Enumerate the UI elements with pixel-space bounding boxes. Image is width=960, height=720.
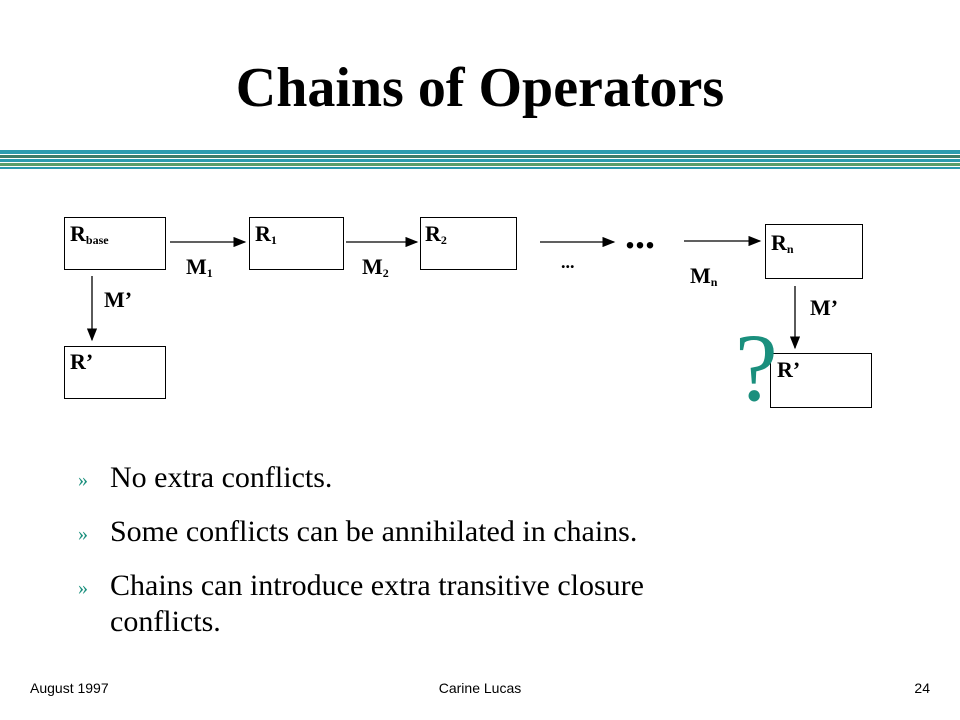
bullet-marker: »	[78, 469, 88, 491]
bullet-text: No extra conflicts.	[110, 461, 333, 494]
node-label: R’	[777, 357, 801, 382]
node-r1	[249, 217, 344, 270]
divider-line	[0, 167, 960, 169]
node-r-prime-right	[770, 353, 872, 408]
bullet-text: Chains can introduce extra transitive cl…	[110, 569, 644, 602]
bullet-item: » Some conflicts can be annihilated in c…	[78, 514, 898, 550]
bullet-text-continued: conflicts.	[110, 605, 221, 638]
node-r2	[420, 217, 517, 270]
footer-date: August 1997	[30, 680, 109, 696]
footer-page-number: 24	[914, 680, 930, 696]
divider-line	[0, 155, 960, 158]
bullet-item: » Chains can introduce extra transitive …	[78, 568, 898, 640]
divider-line	[0, 159, 960, 162]
edge-label: M’	[104, 287, 133, 312]
node-label: Rbase	[70, 221, 109, 248]
node-r-base	[64, 217, 166, 270]
edge-label: M2	[362, 254, 389, 281]
footer-author: Carine Lucas	[438, 680, 522, 696]
bullet-text: Some conflicts can be annihilated in cha…	[110, 515, 638, 548]
bullet-marker: »	[78, 577, 88, 599]
chain-ellipsis: ...	[625, 212, 655, 257]
bullet-item: » No extra conflicts.	[78, 460, 898, 496]
bullet-list: » No extra conflicts. » Some conflicts c…	[78, 460, 898, 658]
divider-line	[0, 150, 960, 154]
node-rn	[765, 224, 863, 279]
bullet-marker: »	[78, 523, 88, 545]
node-r-prime-left	[64, 346, 166, 399]
slide-title: Chains of Operators	[235, 57, 725, 119]
edge-ellipsis: ...	[561, 252, 575, 272]
edge-label: Mn	[690, 263, 718, 290]
node-label: R’	[70, 349, 94, 374]
node-label: R2	[425, 221, 447, 248]
divider-line	[0, 163, 960, 166]
node-label: Rn	[771, 230, 794, 257]
edge-label: M’	[810, 295, 839, 320]
question-mark: ?	[735, 314, 778, 421]
edge-label: M1	[186, 254, 213, 281]
node-label: R1	[255, 221, 277, 248]
